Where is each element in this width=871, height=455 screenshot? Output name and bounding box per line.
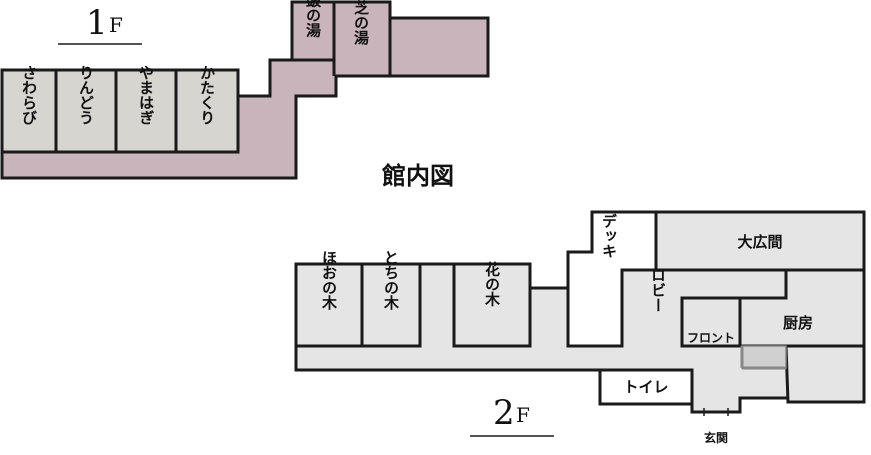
- room-tochinoki-label: とちの木: [382, 250, 400, 311]
- room-katakuri-label: かたくり: [198, 65, 216, 125]
- floor1-label-number: 1: [86, 3, 108, 43]
- stair-marker: [741, 345, 787, 369]
- area-front: [680, 296, 742, 348]
- entrance-label: 玄関: [704, 430, 728, 445]
- area-front-label: フロント: [687, 331, 735, 345]
- room-rindou: [54, 68, 118, 154]
- bath-tsuzumi-label: 皷の湯: [304, 0, 322, 39]
- floor2-label-number: 2: [493, 393, 515, 433]
- room-tochinoki: [360, 262, 422, 348]
- room-rindou-label: りんどう: [77, 65, 95, 125]
- floor2-plan: ほおの木 とちの木 花の木 デッキ ロビー 大広間 フロント 厨房 トイレ 玄関: [294, 210, 866, 445]
- bath-akashiba-label: 赤芝の湯: [352, 0, 370, 46]
- floor2-label: 2 F: [470, 393, 554, 437]
- room-hananoki-label: 花の木: [483, 261, 501, 308]
- room-toilet: [598, 368, 694, 406]
- room-ohiroma-label: 大広間: [737, 233, 782, 251]
- map-title: 館内図: [382, 161, 454, 190]
- area-deck-label: デッキ: [600, 213, 618, 259]
- room-hoonoki-label: ほおの木: [320, 250, 338, 311]
- floor1-label: 1 F: [58, 3, 142, 45]
- room-yamahagi-label: やまはぎ: [137, 65, 155, 125]
- room-katakuri: [174, 68, 240, 154]
- floor1-label-unit: F: [109, 13, 123, 37]
- floor2-label-unit: F: [516, 403, 530, 427]
- room-sawarabi-label: さわらび: [20, 65, 38, 125]
- floor1-plan: さわらび りんどう やまはぎ かたくり 皷の湯 赤芝の湯: [0, 0, 490, 180]
- area-lobby-label: ロビー: [649, 268, 667, 313]
- kitchen-lower: [784, 344, 866, 404]
- room-toilet-label: トイレ: [623, 378, 668, 396]
- room-hananoki: [452, 262, 532, 348]
- room-chubo-label: 厨房: [783, 314, 813, 332]
